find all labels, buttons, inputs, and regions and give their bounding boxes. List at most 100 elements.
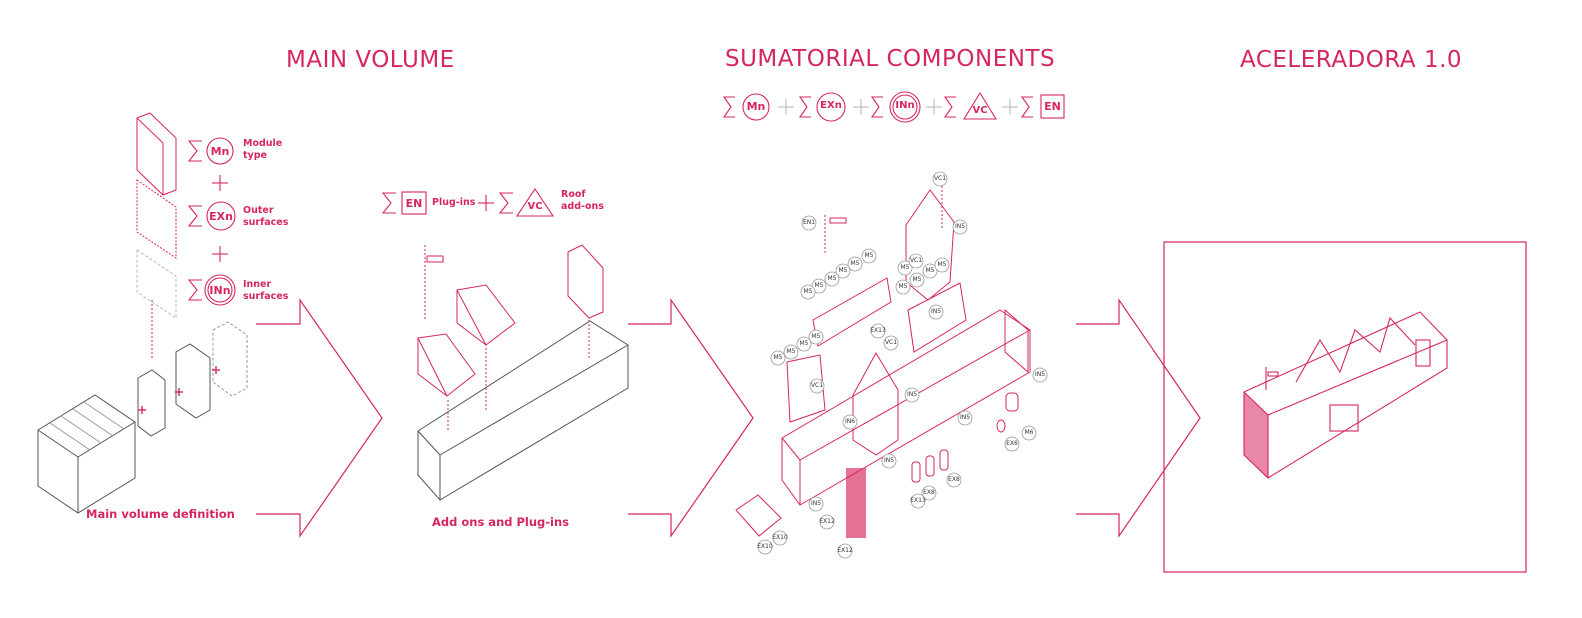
component-tag-label: IN5 xyxy=(883,457,895,464)
formula-symbol-outer: EXn xyxy=(820,100,842,111)
component-tag-label: EX12 xyxy=(819,518,835,525)
component-tag-label: EX10 xyxy=(772,534,788,541)
flow-arrow-2 xyxy=(628,298,754,538)
component-tag-bubble xyxy=(842,414,858,430)
formula-row xyxy=(722,91,1065,123)
component-tag-bubble xyxy=(819,514,835,530)
formula-symbol-inner: INn xyxy=(895,100,915,111)
component-tag-bubble xyxy=(808,496,824,512)
component-tag-label: M5 xyxy=(937,261,947,268)
flow-arrow-1 xyxy=(256,298,383,538)
component-tag-bubble xyxy=(800,284,816,300)
component-tag-label: IN5 xyxy=(906,391,918,398)
component-tag-label: IN5 xyxy=(1034,371,1046,378)
result-frame xyxy=(1163,241,1527,573)
component-tag-bubble xyxy=(957,410,973,426)
component-tag-bubble xyxy=(921,485,937,501)
legend-symbol-module: Mn xyxy=(210,145,230,158)
component-tag-bubble xyxy=(881,453,897,469)
component-tag-label: M5 xyxy=(799,340,809,347)
component-tag-label: M5 xyxy=(898,283,908,290)
component-tag-label: IN5 xyxy=(810,500,822,507)
component-tag-bubble xyxy=(910,493,926,509)
formula-symbol-module: Mn xyxy=(746,100,766,113)
addons-symbol-roof: VC xyxy=(527,201,543,212)
component-tag-label: EX13 xyxy=(910,497,926,504)
component-tag-bubble xyxy=(922,263,938,279)
component-tag-bubble xyxy=(883,335,899,351)
component-tag-bubble xyxy=(946,472,962,488)
addons-volume xyxy=(417,244,629,501)
component-tag-label: M5 xyxy=(811,333,821,340)
component-tag-label: M5 xyxy=(838,267,848,274)
component-tag-bubble xyxy=(808,329,824,345)
component-tag-label: VC1 xyxy=(884,339,898,346)
component-tag-bubble xyxy=(861,248,877,264)
component-tag-bubble xyxy=(904,387,920,403)
addons-label-plugins: Plug-ins xyxy=(432,197,476,208)
title-aceleradora: ACELERADORA 1.0 xyxy=(1240,47,1463,73)
component-tag-bubble xyxy=(835,263,851,279)
component-tag-bubble xyxy=(1004,436,1020,452)
component-tag-bubble xyxy=(837,543,853,559)
component-tag-label: VC1 xyxy=(810,382,824,389)
component-tag-label: M5 xyxy=(850,260,860,267)
component-tag-label: VC1 xyxy=(909,257,923,264)
component-tag-bubble xyxy=(783,344,799,360)
component-tag-bubble xyxy=(1021,425,1037,441)
formula-symbol-plugin: EN xyxy=(1044,100,1061,113)
flow-arrow-3 xyxy=(1076,298,1201,538)
main-volume-module-stack xyxy=(37,112,248,514)
component-tag-bubble xyxy=(772,530,788,546)
component-tag-label: M5 xyxy=(864,252,874,259)
component-tag-label: M5 xyxy=(773,354,783,361)
component-tag-bubble xyxy=(909,272,925,288)
component-tag-label: EN1 xyxy=(802,219,816,226)
component-tag-label: EX10 xyxy=(757,543,773,550)
final-building-dots xyxy=(1244,392,1268,478)
component-tag-bubble xyxy=(796,336,812,352)
component-tag-label: EX8 xyxy=(948,476,960,483)
component-tag-label: M5 xyxy=(900,264,910,271)
components-dots xyxy=(846,468,866,538)
caption-main-volume: Main volume definition xyxy=(86,507,235,521)
legend-symbol-inner: INn xyxy=(209,284,231,297)
title-main-volume: MAIN VOLUME xyxy=(286,47,455,73)
component-tag-label: VC1 xyxy=(933,175,947,182)
addons-symbol-plugin: EN xyxy=(405,197,423,210)
component-tag-bubble xyxy=(801,215,817,231)
component-tags xyxy=(757,171,1048,559)
final-building xyxy=(1243,311,1448,479)
component-tag-bubble xyxy=(952,219,968,235)
component-tag-bubble xyxy=(934,257,950,273)
title-sumatorial-components: SUMATORIAL COMPONENTS xyxy=(725,46,1056,72)
component-tag-label: IN5 xyxy=(959,414,971,421)
component-tag-bubble xyxy=(1032,367,1048,383)
component-tag-label: IN5 xyxy=(930,308,942,315)
formula-symbol-roof: VC xyxy=(972,105,988,116)
component-tag-label: M5 xyxy=(827,275,837,282)
component-tag-label: EX13 xyxy=(870,327,886,334)
component-tag-label: M5 xyxy=(925,267,935,274)
component-tag-label: EX12 xyxy=(837,547,853,554)
components-exploded xyxy=(735,186,1031,537)
caption-addons: Add ons and Plug-ins xyxy=(432,515,570,529)
main-volume-legend xyxy=(187,137,236,306)
component-tag-label: IN5 xyxy=(954,223,966,230)
component-tag-bubble xyxy=(770,350,786,366)
component-tag-bubble xyxy=(928,304,944,320)
component-tag-label: M6 xyxy=(1024,429,1034,436)
component-tag-label: EX6 xyxy=(1006,440,1018,447)
component-tag-bubble xyxy=(824,271,840,287)
component-tag-bubble xyxy=(932,171,948,187)
component-tag-label: M5 xyxy=(786,348,796,355)
component-tag-bubble xyxy=(895,279,911,295)
component-tag-label: EX8 xyxy=(923,489,935,496)
component-tag-bubble xyxy=(870,323,886,339)
component-tag-bubble xyxy=(847,256,863,272)
